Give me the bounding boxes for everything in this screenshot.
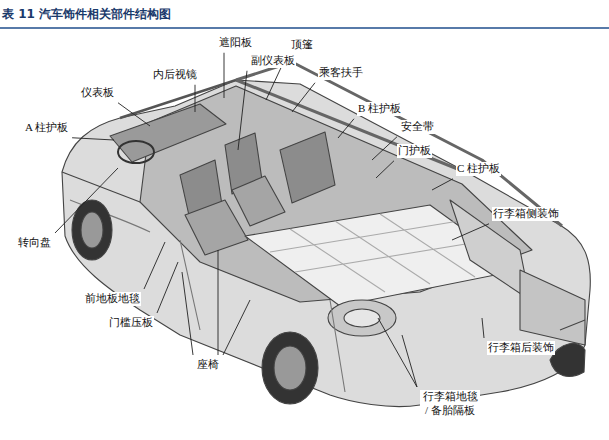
part-label: 内后视镜 — [152, 68, 198, 82]
leader-line — [223, 300, 250, 355]
leader-line — [376, 161, 394, 178]
part-label: 顶篷 — [290, 38, 314, 52]
figure-title: 表 11 汽车饰件相关部件结构图 — [2, 6, 171, 23]
leader-line — [157, 262, 178, 313]
part-label: 门护板 — [397, 144, 432, 158]
part-label: 乘客扶手 — [318, 66, 364, 80]
leader-line — [182, 272, 193, 355]
leader-line — [224, 53, 225, 98]
part-label: 前地板地毯 — [84, 292, 141, 306]
part-label: 行李箱地毯 / 备胎隔板 — [420, 390, 480, 418]
leader-line — [338, 119, 354, 138]
leader-line — [482, 318, 484, 338]
car-body — [62, 62, 590, 407]
leader-line — [372, 137, 397, 160]
part-label: 遮阳板 — [218, 36, 253, 50]
leader-line — [144, 242, 165, 289]
part-label: B 柱护板 — [357, 102, 402, 116]
part-label: 副仪表板 — [250, 54, 296, 68]
part-label: 门槛压板 — [108, 316, 154, 330]
part-label: C 柱护板 — [456, 162, 501, 176]
leader-line — [432, 179, 453, 190]
title-rule — [0, 27, 609, 29]
part-label: 行李箱后装饰 — [487, 341, 555, 355]
leader-line — [195, 85, 196, 112]
part-label: 仪表板 — [80, 86, 115, 100]
leader-line — [378, 318, 417, 387]
part-label: 转向盘 — [17, 236, 52, 250]
leader-line — [292, 83, 315, 112]
part-label: 座椅 — [196, 358, 220, 372]
leader-line — [452, 224, 489, 240]
part-label: A 柱护板 — [24, 121, 69, 135]
leader-line — [402, 335, 417, 387]
leader-line — [72, 138, 114, 140]
part-label: 行李箱侧装饰 — [492, 207, 560, 221]
leader-line — [55, 168, 118, 233]
leader-line — [238, 71, 247, 150]
part-label: 安全带 — [400, 120, 435, 134]
leader-line — [118, 103, 150, 126]
leader-line — [218, 250, 219, 355]
